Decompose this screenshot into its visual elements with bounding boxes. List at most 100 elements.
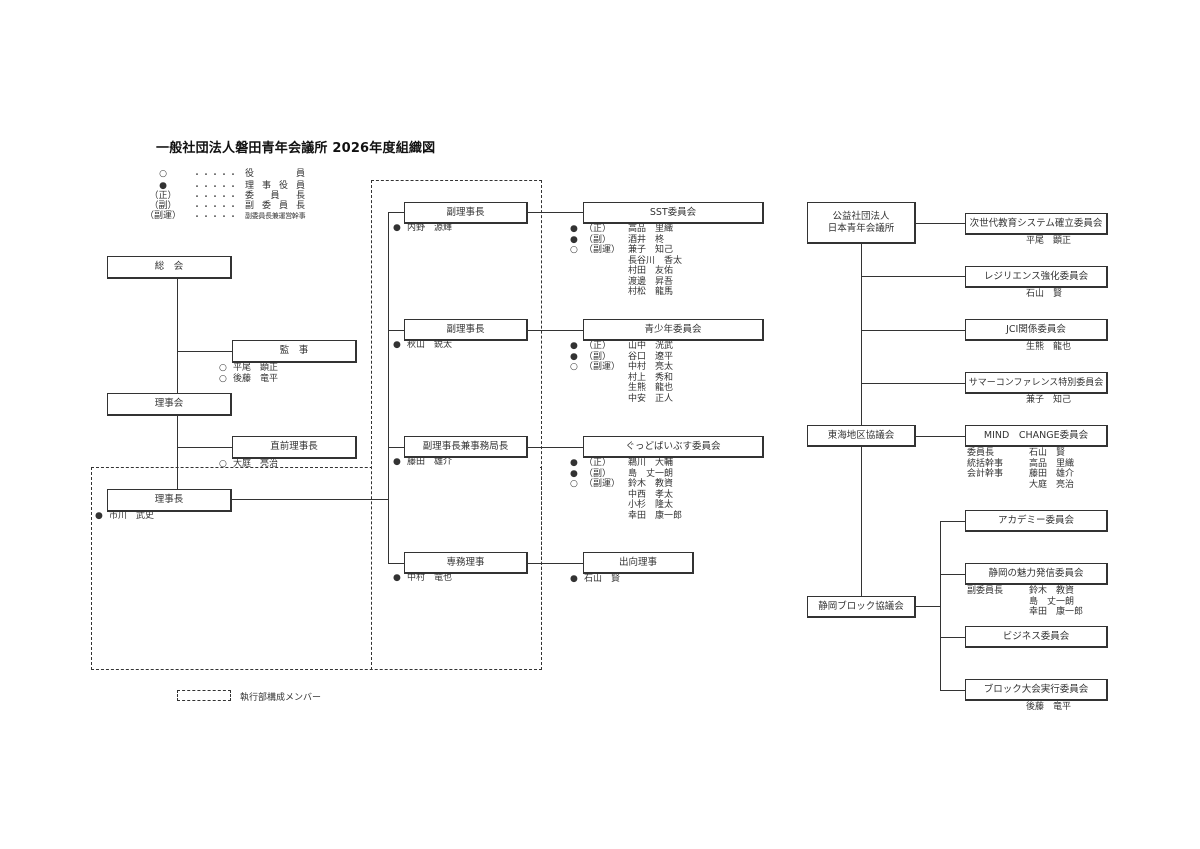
member-name: 鈴木 教資 bbox=[628, 479, 674, 489]
member-row: ○（副運）兼子 知己 bbox=[570, 245, 682, 256]
seconded-director-box: 出向理事 bbox=[583, 552, 694, 574]
role bbox=[967, 480, 1029, 491]
member-name: 幸田 康一郎 bbox=[628, 510, 683, 521]
legend-dots: ・・・・・ bbox=[193, 170, 238, 179]
member-name: 島 丈一朗 bbox=[628, 468, 674, 479]
committee-sst-box: SST委員会 bbox=[583, 202, 764, 224]
role bbox=[584, 490, 628, 501]
mark bbox=[570, 277, 584, 288]
role bbox=[584, 266, 628, 277]
role: （副） bbox=[584, 351, 612, 362]
mind-change-box: MIND CHANGE委員会 bbox=[965, 425, 1108, 447]
jci-committee-member: 石山 賢 bbox=[1026, 289, 1063, 299]
vice-member: ●内野 源輝 bbox=[393, 223, 452, 234]
member-name: 山中 洸武 bbox=[628, 341, 674, 351]
connector bbox=[528, 330, 583, 331]
mark bbox=[570, 511, 584, 522]
member-name: 生熊 龍也 bbox=[628, 383, 674, 393]
role bbox=[967, 607, 1029, 618]
mark: ● bbox=[570, 574, 578, 584]
connector bbox=[861, 276, 965, 277]
role bbox=[584, 383, 628, 394]
member-name: 長谷川 香太 bbox=[628, 255, 683, 266]
member-row: 長谷川 香太 bbox=[570, 256, 682, 267]
jci-japan-box: 公益社団法人 日本青年会議所 bbox=[807, 202, 916, 244]
role bbox=[584, 511, 628, 522]
auditor-members: ○平尾 顕正 ○後藤 竜平 bbox=[219, 363, 278, 384]
legend-dots: ・・・・・ bbox=[193, 182, 238, 191]
connector bbox=[388, 330, 404, 331]
committee-youth-box: 青少年委員会 bbox=[583, 319, 764, 341]
tokai-council-box: 東海地区協議会 bbox=[807, 425, 916, 447]
connector bbox=[915, 223, 965, 224]
role bbox=[967, 597, 1029, 608]
exec-legend-swatch bbox=[177, 690, 231, 701]
mark bbox=[570, 383, 584, 394]
mind-change-members: 委員長石山 賢 統括幹事高品 里織 会計幹事藤田 雄介 大庭 亮治 bbox=[967, 448, 1074, 490]
connector bbox=[940, 637, 965, 638]
seconded-director-members: ●石山 賢 bbox=[570, 574, 620, 585]
member-row: 村松 龍馬 bbox=[570, 287, 682, 298]
director-mark: ● bbox=[393, 573, 401, 583]
member-name: 平尾 顕正 bbox=[233, 363, 279, 373]
member-row: 統括幹事高品 里織 bbox=[967, 459, 1074, 470]
role bbox=[584, 277, 628, 288]
member-name: 兼子 知己 bbox=[628, 245, 674, 255]
member-name: 鈴木 教資 bbox=[1029, 586, 1075, 596]
role: 委員長 bbox=[967, 448, 995, 458]
member-name: 小杉 隆太 bbox=[628, 500, 674, 510]
block-committee-box: ビジネス委員会 bbox=[965, 626, 1108, 648]
member-row: ○後藤 竜平 bbox=[219, 374, 278, 385]
connector bbox=[861, 383, 965, 384]
member-name: 中西 孝太 bbox=[628, 489, 674, 500]
legend-row: （副） ・・・・・ 副 委 員 長 bbox=[143, 201, 313, 212]
mark: ● bbox=[570, 341, 578, 351]
legend-symbol: ● bbox=[159, 181, 167, 191]
role: 会計幹事 bbox=[967, 469, 1004, 479]
past-president-box: 直前理事長 bbox=[232, 436, 357, 459]
legend-meaning: 委 員 長 bbox=[245, 191, 305, 201]
committee-sst-members: ●（正）高品 里織 ●（副）酒井 柊 ○（副運）兼子 知己 長谷川 香太 村田 … bbox=[570, 224, 682, 298]
legend-row: ○ ・・・・・ 役 員 bbox=[143, 169, 313, 180]
member-name: 島 丈一朗 bbox=[1029, 596, 1075, 607]
mark: ● bbox=[570, 224, 578, 234]
board-box: 理事会 bbox=[107, 393, 232, 416]
mark: ● bbox=[570, 351, 578, 362]
legend-row: （副運） ・・・・・ 副委員長兼運営幹事 bbox=[143, 211, 313, 222]
connector bbox=[388, 563, 404, 564]
member-row: ● （副） 谷口 遼平 bbox=[570, 352, 673, 363]
member-name: 高品 里織 bbox=[1029, 458, 1075, 469]
role: 副委員長 bbox=[967, 586, 1004, 596]
member-name: 谷口 遼平 bbox=[628, 351, 674, 362]
member-name: 大庭 亮治 bbox=[1029, 479, 1075, 490]
mark: ● bbox=[570, 234, 578, 245]
exec-region-lower bbox=[91, 467, 542, 670]
past-president-members: ○大庭 亮治 bbox=[219, 459, 278, 470]
member-row: ●（正）山中 洸武 bbox=[570, 341, 673, 352]
role: （正） bbox=[584, 458, 612, 468]
connector bbox=[940, 521, 941, 690]
role bbox=[584, 500, 628, 511]
role bbox=[584, 373, 628, 384]
mark: ○ bbox=[570, 479, 578, 489]
member-row: ○（副運）中村 亮太 bbox=[570, 362, 673, 373]
mark: ● bbox=[570, 468, 578, 479]
connector bbox=[940, 574, 965, 575]
vice-president-box: 副理事長 bbox=[404, 319, 528, 341]
legend-dots: ・・・・・ bbox=[193, 212, 238, 221]
role: （副） bbox=[584, 468, 612, 479]
legend-symbol: （副運） bbox=[144, 211, 181, 221]
member-row: 村田 友佑 bbox=[570, 266, 682, 277]
jci-committee-member: 平尾 顕正 bbox=[1026, 236, 1072, 246]
jci-committee-box: レジリエンス強化委員会 bbox=[965, 266, 1108, 288]
legend-symbol: （副） bbox=[149, 201, 177, 211]
block-committee-member: 後藤 竜平 bbox=[1026, 702, 1072, 712]
connector bbox=[388, 212, 404, 213]
page-title: 一般社団法人磐田青年会議所 2026年度組織図 bbox=[156, 141, 436, 156]
legend-meaning: 理 事 役 員 bbox=[245, 181, 305, 191]
connector bbox=[177, 351, 232, 352]
member-row: 委員長石山 賢 bbox=[967, 448, 1074, 459]
role: （正） bbox=[584, 224, 612, 234]
vice-member: ●中村 竜也 bbox=[393, 573, 452, 584]
mark bbox=[570, 266, 584, 277]
